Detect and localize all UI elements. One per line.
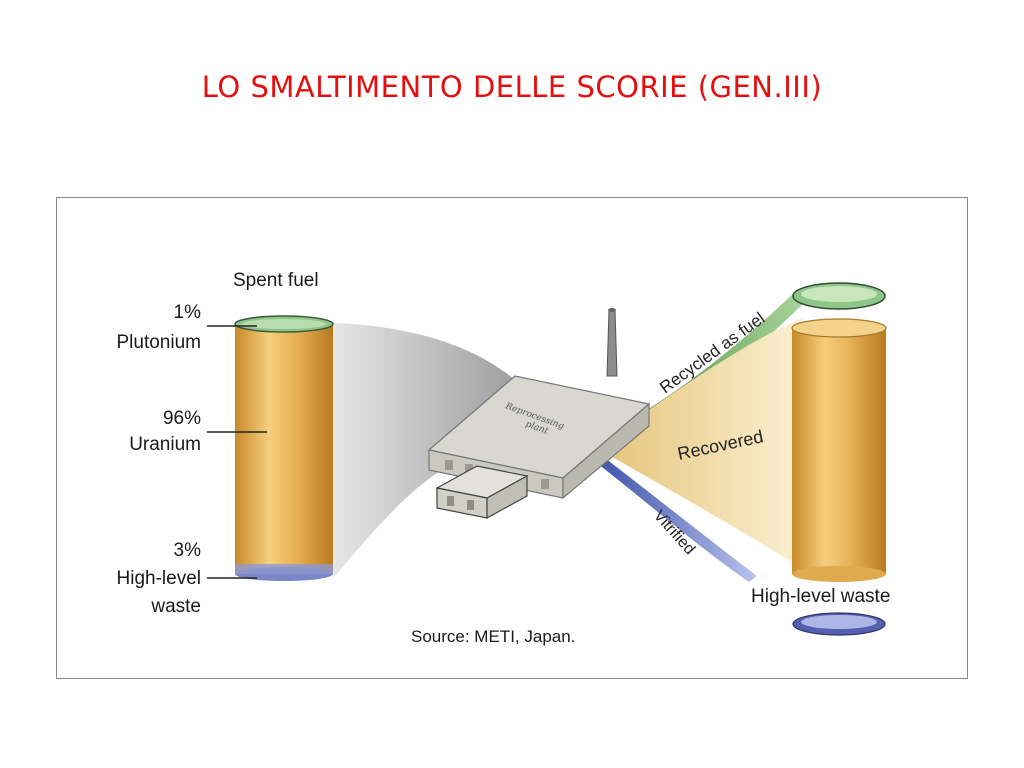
recovered-flow	[605, 318, 802, 568]
vitrified-flow	[593, 452, 757, 582]
waste-percent: 3%	[173, 540, 201, 561]
reprocessing-plant: Reprocessing plant	[427, 308, 651, 520]
waste-label-line2: waste	[151, 596, 201, 617]
uranium-label: Uranium	[129, 434, 201, 455]
output-waste-label: High-level waste	[751, 586, 891, 607]
input-flow	[333, 323, 515, 578]
recycled-fuel-disc	[792, 282, 886, 310]
high-level-waste-disc	[792, 612, 886, 636]
waste-label-line1: High-level	[116, 568, 201, 589]
slide-title: LO SMALTIMENTO DELLE SCORIE (GEN.III)	[201, 70, 823, 104]
plutonium-percent: 1%	[173, 302, 201, 323]
diagram-frame: Reprocessing plant Recycled as fuel Reco…	[56, 197, 968, 679]
plutonium-label: Plutonium	[116, 332, 202, 353]
source-note: Source: METI, Japan.	[411, 627, 576, 646]
spent-fuel-label: Spent fuel	[233, 270, 319, 291]
spent-fuel-rod	[234, 315, 334, 581]
recovered-fuel-rod	[791, 318, 887, 582]
uranium-percent: 96%	[162, 408, 201, 429]
fuel-cycle-diagram: Reprocessing plant Recycled as fuel Reco…	[207, 282, 887, 636]
